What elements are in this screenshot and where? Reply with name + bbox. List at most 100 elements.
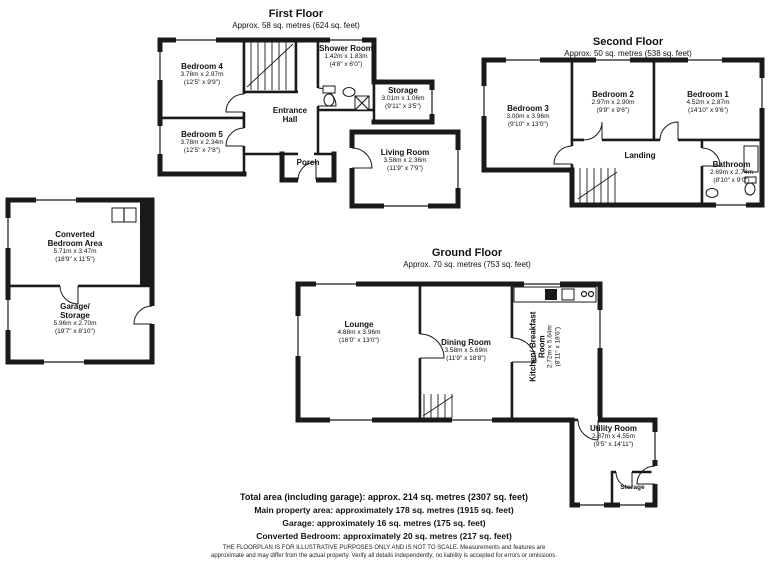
room-name: Bedroom 1 (687, 90, 729, 99)
sink-icon (705, 188, 719, 198)
room-label-bedroom5: Bedroom 5 3.78m x 2.34m (12'5" x 7'8") (160, 130, 244, 154)
room-dims-metric: 1.42m x 1.83m (324, 53, 368, 61)
room-dims-imperial: (18'9" x 11'5") (55, 255, 95, 263)
shower-room-fixtures (322, 85, 370, 111)
room-dims-metric: 3.58m x 2.36m (383, 157, 427, 165)
room-dims-imperial: (12'5" x 9'9") (183, 78, 221, 86)
room-dims-metric: 3.58m x 5.69m (444, 347, 488, 355)
room-label-bedroom2: Bedroom 2 2.97m x 2.90m (9'9" x 9'6") (572, 90, 654, 114)
first-floor-windows (156, 36, 462, 210)
room-dims-metric: 4.52m x 2.87m (686, 99, 730, 107)
room-label-living-room: Living Room 3.58m x 2.36m (11'9" x 7'9") (352, 148, 458, 172)
ground-floor-title: Ground Floor (431, 247, 503, 259)
main-property-area-text: Main property area: approximately 178 sq… (254, 505, 514, 515)
room-dims-imperial: (9'5" x 14'11") (593, 440, 634, 448)
room-dims-metric: 3.78m x 2.34m (180, 139, 224, 147)
ground-floor-walls (295, 281, 658, 508)
room-name: Living Room (380, 148, 430, 157)
second-floor-doors (553, 121, 721, 167)
second-floor-stairs-icon (577, 168, 618, 203)
room-label-bedroom4: Bedroom 4 3.78m x 2.97m (12'5" x 9'9") (160, 62, 244, 86)
room-label-converted-bedroom: Converted Bedroom Area 5.71m x 3.47m (18… (45, 230, 105, 263)
room-label-landing: Landing (600, 151, 680, 160)
first-floor-walls (157, 37, 461, 209)
room-label-bedroom3: Bedroom 3 3.00m x 3.96m (9'10" x 13'0") (484, 104, 572, 128)
room-dims-metric: 2.72m x 5.64m (546, 325, 554, 369)
room-label-storage-ground: Storage (610, 484, 655, 491)
room-label-porch: Porch (282, 158, 334, 167)
room-name: Storage (620, 484, 645, 491)
room-dims-imperial: (11'9" x 18'8") (446, 354, 486, 362)
converted-garage-walls (5, 197, 155, 365)
room-dims-metric: 2.87m x 4.55m (592, 433, 635, 441)
room-name: Bathroom (712, 160, 751, 169)
first-floor-stairs-icon (246, 42, 294, 90)
room-label-lounge: Lounge 4.88m x 3.96m (16'0" x 13'0") (298, 320, 420, 344)
first-floor-doors (225, 87, 373, 184)
bathtub-icon (743, 145, 759, 173)
room-dims-imperial: (16'0" x 13'0") (339, 336, 379, 344)
sink-icon (342, 87, 356, 97)
ground-floor-windows (294, 280, 659, 509)
room-name: Bedroom 3 (507, 104, 549, 113)
room-name: Utility Room (589, 424, 638, 433)
disclaimer-line-2: approximate and may differ from the actu… (211, 552, 557, 559)
room-name: Shower Room (319, 44, 373, 53)
total-area-text: Total area (including garage): approx. 2… (240, 492, 528, 502)
room-dims-imperial: (19'7" x 8'10") (55, 327, 95, 335)
room-label-bathroom: Bathroom 2.69m x 2.74m (8'10" x 9'0") (701, 160, 762, 184)
ground-floor-title-block: Ground Floor Approx. 70 sq. metres (753 … (377, 247, 557, 269)
room-dims-imperial: (12'5" x 7'8") (183, 146, 221, 154)
ground-floor-subtitle: Approx. 70 sq. metres (753 sq. feet) (403, 259, 531, 269)
room-name: Bedroom 5 (181, 130, 223, 139)
room-name: Converted Bedroom Area (47, 230, 103, 249)
disclaimer-line-1: THE FLOORPLAN IS FOR ILLUSTRATIVE PURPOS… (222, 545, 546, 551)
room-name: Entrance Hall (272, 106, 308, 125)
room-label-shower-room: Shower Room 1.42m x 1.83m (4'8" x 6'0") (316, 44, 376, 68)
room-name: Porch (296, 158, 320, 167)
thick-wall-section (140, 201, 151, 285)
garage-area-text: Garage: approximately 16 sq. metres (175… (282, 518, 486, 528)
room-dims-metric: 5.71m x 3.47m (53, 248, 97, 256)
room-label-storage-first: Storage 3.01m x 1.06m (9'11" x 3'5") (374, 86, 432, 110)
room-label-kitchen: Kitchen/ Breakfast Room 2.72m x 5.64m (8… (528, 310, 561, 384)
ground-floor-stairs-icon (422, 394, 454, 418)
sink-icon (545, 289, 557, 300)
kitchen-fixtures (513, 286, 597, 303)
room-label-entrance-hall: Entrance Hall (266, 106, 314, 124)
room-name: Garage/ Storage (60, 302, 90, 321)
room-dims-metric: 4.88m x 3.96m (337, 329, 381, 337)
room-dims-imperial: (9'9" x 9'6") (596, 106, 630, 114)
room-name: Storage (388, 86, 418, 95)
second-floor-windows (480, 56, 766, 209)
room-dims-imperial: (9'11" x 3'5") (385, 102, 421, 110)
footer-summary: Total area (including garage): approx. 2… (0, 492, 768, 560)
room-dims-metric: 2.69m x 2.74m (710, 169, 753, 177)
converted-bedroom-area-text: Converted Bedroom: approximately 20 sq. … (256, 531, 512, 541)
room-dims-imperial: (14'10" x 9'6") (688, 106, 728, 114)
hob-icon (580, 290, 588, 298)
room-dims-imperial: (4'8" x 6'0") (329, 60, 363, 68)
room-dims-metric: 3.00m x 3.96m (506, 113, 550, 121)
room-dims-metric: 5.96m x 2.70m (53, 320, 97, 328)
converted-garage-windows (4, 196, 84, 366)
room-name: Landing (624, 151, 656, 160)
room-label-utility-room: Utility Room 2.87m x 4.55m (9'5" x 14'11… (572, 424, 655, 448)
room-name: Dining Room (441, 338, 491, 347)
second-floor-subtitle: Approx. 50 sq. metres (538 sq. feet) (564, 48, 692, 58)
bathroom-fixtures (705, 145, 759, 198)
room-dims-metric: 2.97m x 2.90m (591, 99, 635, 107)
room-name: Bedroom 4 (181, 62, 223, 71)
room-dims-metric: 3.78m x 2.97m (180, 71, 224, 79)
room-name: Bedroom 2 (592, 90, 634, 99)
room-name: Kitchen/ Breakfast Room (528, 311, 547, 382)
first-floor-title-block: First Floor Approx. 58 sq. metres (624 s… (206, 8, 386, 30)
first-floor-title: First Floor (268, 8, 324, 20)
first-floor-subtitle: Approx. 58 sq. metres (624 sq. feet) (232, 20, 360, 30)
room-dims-imperial: (11'9" x 7'9") (387, 164, 423, 172)
room-dims-metric: 3.01m x 1.06m (381, 95, 425, 103)
room-dims-imperial: (8'10" x 9'0") (713, 176, 750, 184)
room-dims-imperial: (8'11" x 18'6") (554, 326, 562, 367)
